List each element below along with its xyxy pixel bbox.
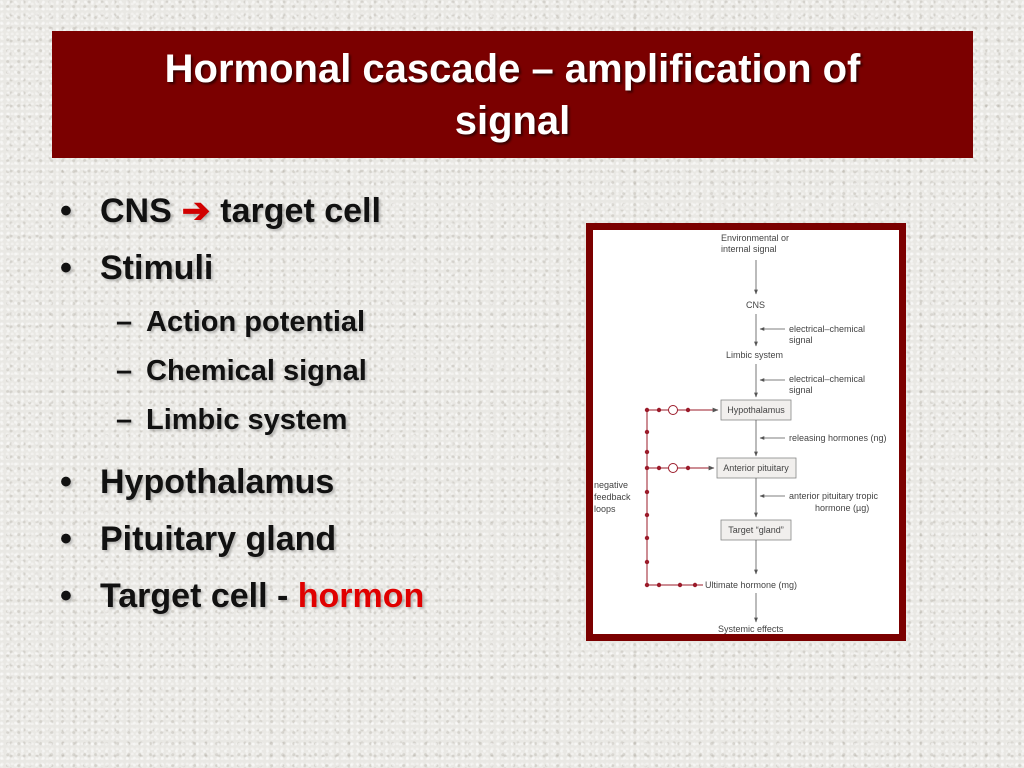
bullet-marker: • [60, 577, 72, 615]
input1-label-line2: signal [789, 335, 813, 345]
feedback-loop-to-hypothalamus [646, 407, 719, 586]
dash-marker: – [116, 404, 133, 436]
feedback-dot [656, 582, 662, 588]
bullet-list: • CNS➔target cell • Stimuli – Action pot… [60, 188, 560, 630]
pituitary-text: Pituitary gland [100, 520, 337, 558]
dash-marker: – [116, 306, 133, 338]
stimuli-text: Stimuli [100, 249, 214, 287]
bullet-marker: • [60, 249, 72, 287]
feedback-dot [644, 512, 650, 518]
arrow-right-icon: ➔ [181, 192, 211, 230]
feedback-dot [644, 535, 650, 541]
bullet-cns-target: • CNS➔target cell [60, 188, 560, 245]
sub-bullet-text: Action potential [146, 306, 366, 338]
feedback-dot [692, 582, 698, 588]
sub-bullet-chemical-signal: – Chemical signal [60, 351, 560, 400]
cascade-figure: Environmental or internal signal CNS ele… [586, 223, 906, 641]
feedback-dot [644, 559, 650, 565]
cascade-diagram: Environmental or internal signal CNS ele… [594, 233, 887, 634]
hypothalamus-text: Hypothalamus [100, 463, 335, 501]
tropic-label-line1: anterior pituitary tropic [789, 491, 879, 501]
input1-label-line1: electrical–chemical [789, 324, 865, 334]
cns-label: CNS [746, 300, 765, 310]
feedback-dot [644, 449, 650, 455]
feedback-dot [677, 582, 683, 588]
inhibition-circles [668, 405, 678, 473]
sub-bullet-limbic-system: – Limbic system [60, 400, 560, 449]
inhibition-circle-pituitary [668, 463, 678, 473]
input2-label-line2: signal [789, 385, 813, 395]
feedback-label-line3: loops [594, 504, 616, 514]
slide-title: Hormonal cascade – amplification of sign… [164, 46, 861, 143]
anterior-pituitary-box-label: Anterior pituitary [723, 463, 789, 473]
feedback-dot [644, 429, 650, 435]
title-bar: Hormonal cascade – amplification of sign… [52, 31, 973, 158]
bullet-stimuli: • Stimuli [60, 245, 560, 302]
sub-bullet-text: Limbic system [146, 404, 348, 436]
bullet-pituitary-gland: • Pituitary gland [60, 516, 560, 573]
feedback-dot [644, 465, 650, 471]
feedback-dot [656, 407, 662, 413]
tropic-label-line2: hormone (µg) [815, 503, 869, 513]
feedback-label-line2: feedback [594, 492, 631, 502]
cns-text: CNS [100, 192, 172, 230]
sub-bullet-text: Chemical signal [146, 355, 367, 387]
feedback-label-line1: negative [594, 480, 628, 490]
feedback-dot [644, 489, 650, 495]
bullet-target-cell: • Target cell - hormon [60, 573, 560, 630]
feedback-dot [656, 465, 662, 471]
bullet-marker: • [60, 463, 72, 501]
target-cell-label: Target cell - [100, 577, 298, 615]
feedback-dot [685, 407, 691, 413]
limbic-label: Limbic system [726, 350, 783, 360]
hypothalamus-box-label: Hypothalamus [727, 405, 785, 415]
systemic-effects-label: Systemic effects [718, 624, 784, 634]
dash-marker: – [116, 355, 133, 387]
feedback-dot [685, 465, 691, 471]
target-cell-text: target cell [220, 192, 381, 230]
target-gland-box-label: Target “gland” [728, 525, 784, 535]
feedback-dot [644, 582, 650, 588]
bullet-marker: • [60, 520, 72, 558]
feedback-loop-lines [646, 407, 719, 586]
sub-bullet-action-potential: – Action potential [60, 302, 560, 351]
env-signal-label-line1: Environmental or [721, 233, 789, 243]
input2-label-line1: electrical–chemical [789, 374, 865, 384]
inhibition-circle-hypothalamus [668, 405, 678, 415]
feedback-dots [644, 407, 698, 588]
hormon-highlight: hormon [297, 577, 425, 615]
bullet-hypothalamus: • Hypothalamus [60, 459, 560, 516]
anterior-pituitary-box [716, 457, 797, 479]
feedback-dot [644, 407, 650, 413]
env-signal-label-line2: internal signal [721, 244, 777, 254]
ultimate-hormone-label: Ultimate hormone (mg) [705, 580, 797, 590]
bullet-marker: • [60, 192, 72, 230]
releasing-hormones-label: releasing hormones (ng) [789, 433, 887, 443]
